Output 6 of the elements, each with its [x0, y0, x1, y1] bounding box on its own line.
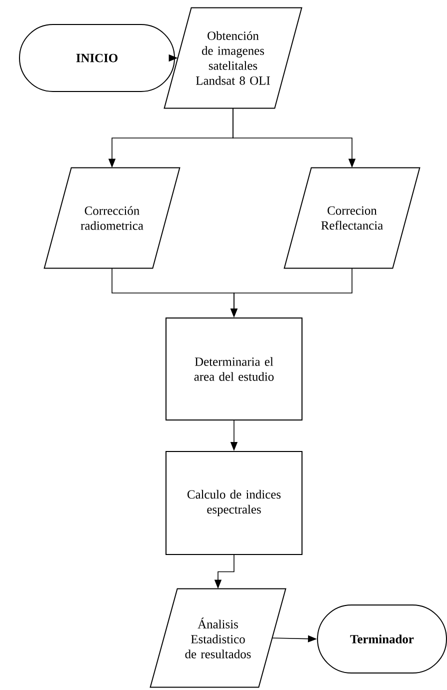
data-parallelogram: Ánalisis Estadistico de resultados	[150, 588, 286, 688]
data-parallelogram: Correcion Reflectancia	[284, 167, 420, 269]
data-parallelogram: Obtención de imagenes satelitales Landsat 8 OLI	[164, 7, 302, 109]
data-parallelogram: Corrección radiometrica	[44, 167, 180, 269]
process-box: Determinaria el area del estudio	[166, 318, 302, 420]
process-box: Calculo de indices espectrales	[166, 451, 302, 555]
